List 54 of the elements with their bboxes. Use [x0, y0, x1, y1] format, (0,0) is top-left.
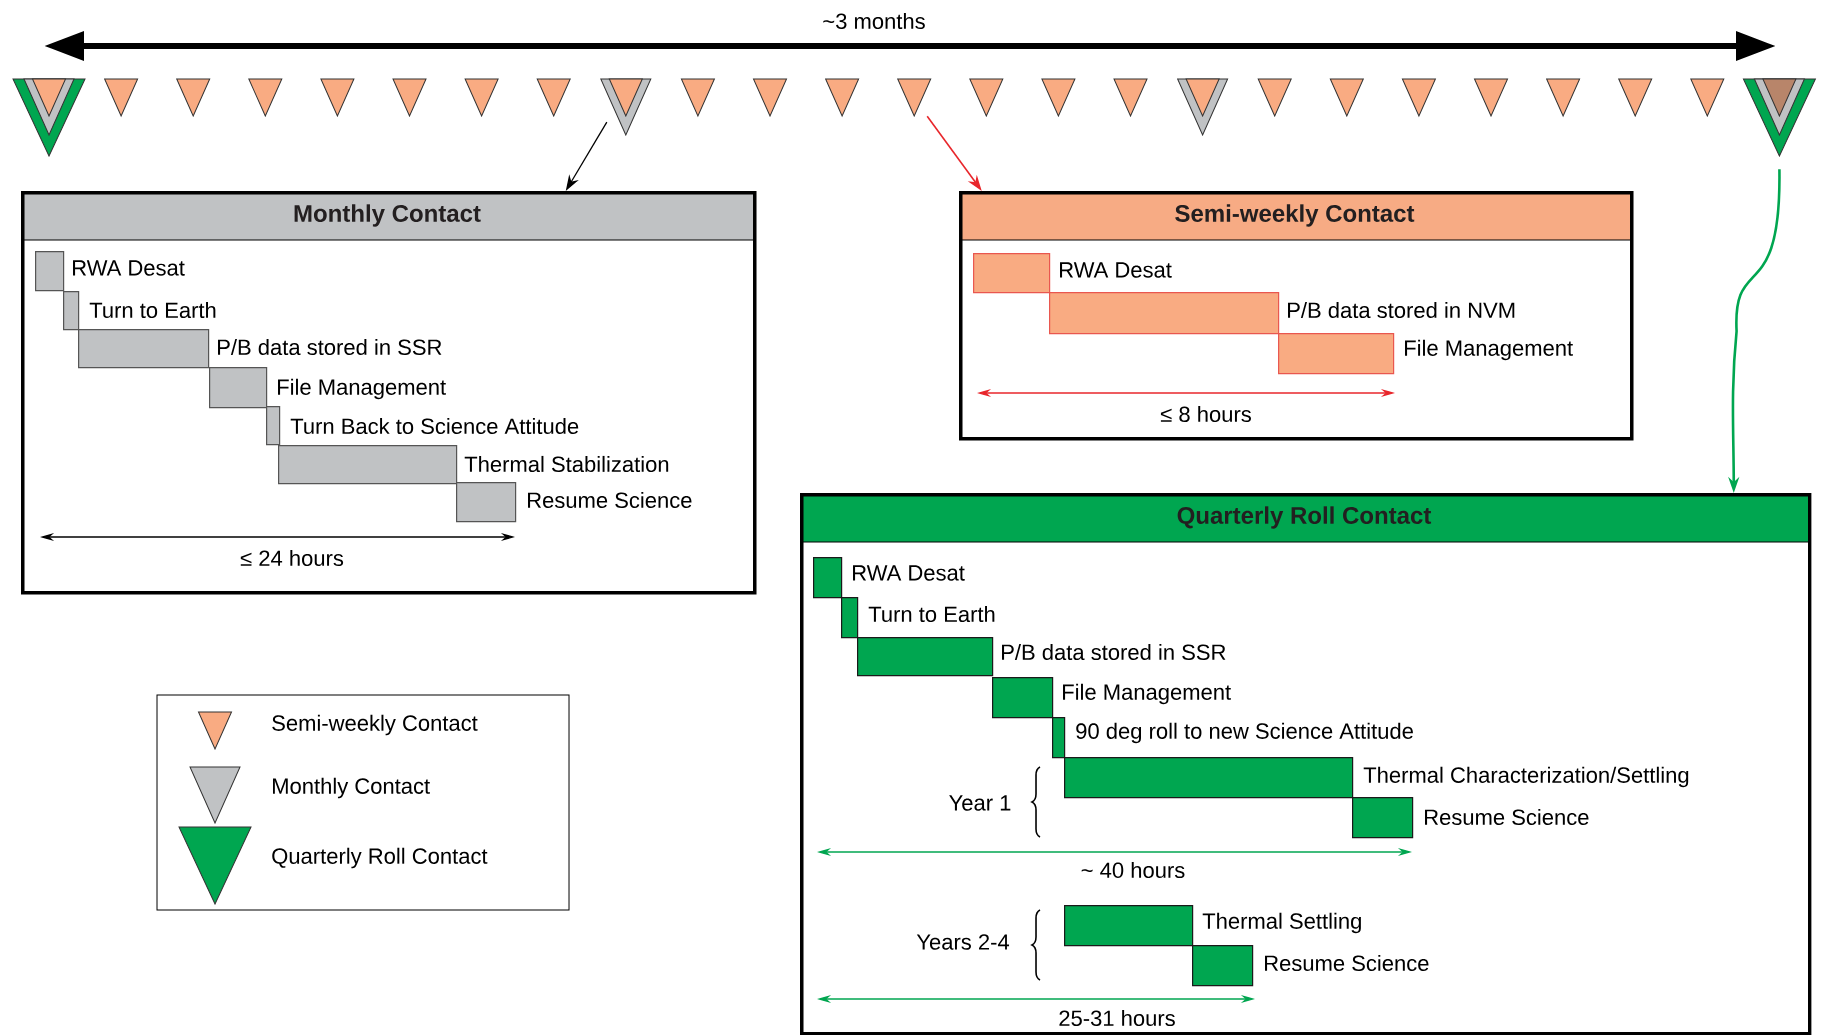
marker-triangle — [1177, 78, 1229, 136]
marker-triangle — [1690, 78, 1725, 117]
marker-triangle — [320, 78, 355, 117]
task-label: Resume Science — [528, 491, 692, 509]
marker-triangle — [897, 78, 932, 117]
task-label: Thermal Stabilization — [464, 455, 669, 473]
task-label: P/B data stored in SSR — [218, 338, 442, 356]
marker-triangle — [1113, 78, 1148, 117]
task-label: Thermal Settling — [1202, 912, 1361, 934]
dimension-label: ~3 months — [823, 12, 925, 30]
marker-triangle — [600, 78, 652, 136]
marker-triangle — [1618, 78, 1653, 117]
task-label: RWA Desat — [73, 260, 185, 276]
marker-triangle — [1546, 78, 1581, 117]
task-label: RWA Desat — [1060, 262, 1172, 278]
task-label: Thermal Characterization/Settling — [1363, 766, 1689, 788]
dimension-label: ≤ 8 hours — [1160, 405, 1251, 423]
marker-triangle — [1257, 78, 1292, 117]
marker-triangle — [1742, 78, 1816, 157]
task-label: Turn to Earth — [89, 301, 216, 319]
task-label: Turn Back to Science Attitude — [290, 417, 579, 435]
task-label: File Management — [1405, 339, 1573, 361]
dimension-label: ~ 40 hours — [1081, 861, 1185, 879]
marker-triangle — [969, 78, 1004, 117]
marker-triangle — [753, 78, 787, 117]
marker-triangle — [176, 78, 211, 117]
task-label: File Management — [1063, 683, 1231, 705]
task-label: 90 deg roll to new Science Attitude — [1076, 722, 1413, 744]
marker-triangle — [825, 78, 860, 117]
task-label: File Management — [278, 378, 446, 400]
marker-triangle — [1474, 78, 1508, 117]
dimension-label: Year 1 — [949, 795, 1011, 811]
legend-label: Semi-weekly Contact — [272, 714, 478, 736]
dimension-label: 25-31 hours — [1059, 1009, 1175, 1027]
marker-triangle — [1041, 78, 1076, 117]
marker-triangle — [1329, 78, 1364, 117]
legend-label: Quarterly Roll Contact — [272, 847, 488, 869]
legend-label: Monthly Contact — [273, 777, 430, 799]
task-label: Resume Science — [1425, 808, 1589, 826]
task-label: Turn to Earth — [868, 605, 995, 623]
marker-triangle — [248, 78, 283, 117]
marker-triangle — [12, 78, 86, 157]
dimension-label: Years 2-4 — [916, 934, 1010, 950]
task-label: RWA Desat — [853, 565, 965, 581]
task-label: Resume Science — [1265, 954, 1429, 972]
marker-triangle — [464, 78, 499, 117]
marker-triangle — [392, 78, 427, 117]
marker-triangle — [680, 78, 715, 117]
dimension-label: ≤ 24 hours — [240, 549, 344, 567]
marker-triangle — [536, 78, 571, 117]
marker-triangle — [104, 78, 139, 117]
task-label: P/B data stored in SSR — [1002, 643, 1226, 661]
marker-triangle — [1401, 78, 1436, 117]
task-label: P/B data stored in NVM — [1288, 301, 1515, 319]
